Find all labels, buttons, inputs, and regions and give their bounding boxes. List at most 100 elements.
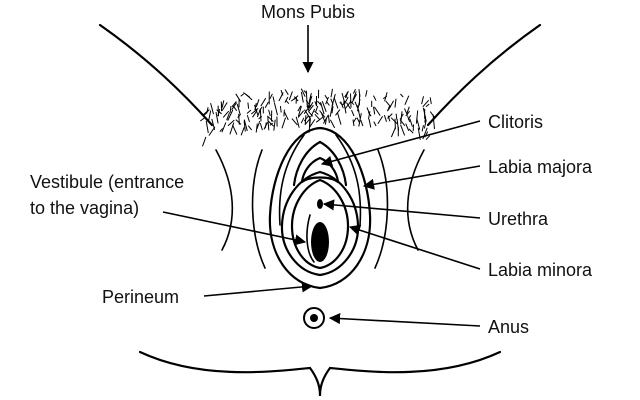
clitoris-pointer — [320, 120, 481, 167]
hair-stroke — [221, 102, 228, 111]
hair-stroke — [266, 115, 274, 122]
hair-stroke — [250, 108, 259, 115]
label-mons-pubis: Mons Pubis — [261, 2, 355, 22]
hair-stroke — [344, 101, 352, 110]
hair-stroke — [221, 100, 225, 108]
hair-stroke — [260, 97, 267, 107]
hair-stroke — [269, 93, 273, 100]
hair-stroke — [227, 119, 235, 127]
hair-stroke — [263, 122, 268, 130]
hair-stroke — [422, 107, 427, 121]
hair-stroke — [232, 124, 238, 135]
hair-stroke — [284, 96, 289, 103]
hair-stroke — [306, 105, 310, 111]
hair-stroke — [421, 125, 424, 132]
hair-stroke — [305, 117, 312, 125]
hair-stroke — [297, 105, 302, 112]
hair-stroke — [400, 93, 404, 98]
hair-stroke — [423, 120, 427, 129]
hair-stroke — [429, 97, 432, 104]
hair-stroke — [320, 102, 325, 115]
hair-stroke — [406, 106, 410, 114]
hair-stroke — [405, 110, 410, 117]
hair-stroke — [357, 98, 361, 112]
hair-stroke — [383, 114, 387, 122]
label-urethra: Urethra — [488, 209, 549, 229]
vestibule-pointer — [162, 211, 307, 246]
thigh-creases — [215, 149, 425, 269]
hair-stroke — [384, 92, 388, 102]
hair-stroke — [295, 116, 300, 128]
hair-stroke — [333, 97, 339, 109]
hair-stroke — [222, 110, 230, 118]
hair-stroke — [400, 124, 406, 136]
hair-stroke — [425, 135, 431, 141]
hair-stroke — [254, 102, 257, 111]
body-outline — [98, 23, 542, 397]
hair-stroke — [221, 122, 227, 133]
hair-stroke — [236, 103, 241, 115]
hair-stroke — [219, 128, 224, 133]
hair-stroke — [226, 112, 231, 121]
hair-stroke — [366, 107, 370, 114]
hair-stroke — [255, 99, 260, 108]
hair-stroke — [247, 102, 250, 109]
hair-stroke — [314, 113, 321, 121]
hair-stroke — [283, 109, 285, 117]
hair-stroke — [339, 102, 344, 106]
hair-stroke — [273, 119, 276, 131]
hair-stroke — [421, 96, 424, 105]
hair-stroke — [336, 112, 342, 125]
hair-stroke — [229, 122, 235, 135]
hair-stroke — [303, 115, 309, 122]
hair-stroke — [273, 102, 278, 116]
hair-stroke — [390, 127, 397, 138]
hair-stroke — [373, 95, 377, 101]
hair-stroke — [300, 91, 304, 103]
hair-stroke — [255, 123, 258, 133]
hair-stroke — [390, 117, 398, 125]
hair-stroke — [297, 105, 302, 117]
hair-stroke — [352, 88, 356, 94]
hair-stroke — [330, 88, 333, 98]
hair-stroke — [259, 122, 263, 131]
hair-stroke — [272, 96, 275, 103]
hair-stroke — [352, 119, 355, 127]
hair-stroke — [268, 109, 271, 117]
label-vestibule-line2: to the vagina) — [30, 198, 139, 218]
hair-stroke — [258, 106, 263, 112]
hair-stroke — [267, 117, 270, 131]
hair-stroke — [215, 112, 219, 124]
labia-minora-shape — [280, 170, 360, 277]
labia-majora-shape — [268, 126, 372, 290]
hair-stroke — [350, 93, 352, 108]
hair-stroke — [243, 119, 248, 132]
hair-stroke — [235, 119, 242, 125]
hair-stroke — [387, 100, 395, 111]
hair-stroke — [308, 111, 314, 117]
hair-stroke — [373, 106, 381, 116]
hair-stroke — [293, 96, 299, 102]
hair-stroke — [288, 91, 293, 101]
hair-stroke — [340, 101, 344, 109]
hair-stroke — [352, 91, 357, 101]
hair-stroke — [247, 125, 253, 131]
pubic-hair — [200, 88, 436, 147]
hair-stroke — [303, 90, 308, 95]
hair-stroke — [264, 101, 269, 109]
hair-stroke — [308, 119, 316, 129]
hair-stroke — [331, 93, 336, 107]
hair-stroke — [422, 127, 428, 140]
hair-stroke — [325, 96, 329, 105]
label-anus: Anus — [488, 317, 529, 337]
hair-stroke — [387, 115, 391, 122]
hair-stroke — [300, 88, 306, 97]
openings — [306, 199, 329, 263]
hair-stroke — [259, 109, 262, 122]
hair-stroke — [405, 123, 410, 131]
hair-stroke — [300, 117, 305, 124]
hair-stroke — [210, 102, 214, 115]
hair-stroke — [367, 112, 372, 117]
hair-stroke — [291, 118, 298, 126]
